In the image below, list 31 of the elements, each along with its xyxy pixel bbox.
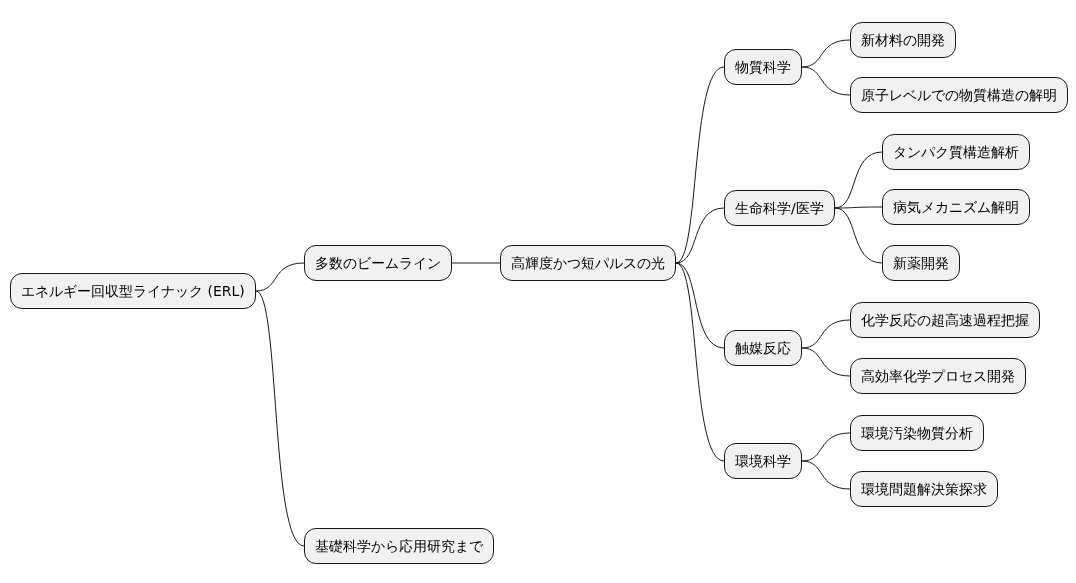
- topic-box: 化学反応の超高速過程把握: [850, 302, 1040, 338]
- topic-box: 物質科学: [724, 49, 802, 85]
- connector: [834, 206, 883, 209]
- connector: [675, 66, 725, 264]
- topic-box: 触媒反応: [724, 330, 802, 366]
- topic-box: 生命科学/医学: [724, 190, 835, 226]
- topic-box: 新薬開発: [882, 245, 960, 281]
- connector: [255, 262, 305, 292]
- connector: [675, 262, 725, 462]
- topic-box: 高効率化学プロセス開発: [850, 358, 1026, 394]
- topic-box: 環境問題解決策探求: [850, 471, 998, 507]
- topic-box: 高輝度かつ短パルスの光: [500, 245, 676, 281]
- connector: [801, 460, 851, 490]
- connector: [801, 39, 851, 68]
- connector: [801, 432, 851, 462]
- topic-box: 環境汚染物質分析: [850, 415, 984, 451]
- topic-box: 新材料の開発: [850, 22, 956, 58]
- connector: [675, 207, 725, 264]
- topic-box: エネルギー回収型ライナック (ERL): [10, 273, 256, 309]
- connector: [834, 207, 883, 264]
- connector: [801, 66, 851, 96]
- topic-box: 病気メカニズム解明: [882, 189, 1030, 225]
- topic-box: 環境科学: [724, 443, 802, 479]
- connector: [255, 290, 305, 547]
- topic-box: 基礎科学から応用研究まで: [304, 528, 494, 564]
- connector: [801, 347, 851, 377]
- topic-box: 原子レベルでの物質構造の解明: [850, 77, 1068, 113]
- topic-box: 多数のビームライン: [304, 245, 452, 281]
- topic-box: タンパク質構造解析: [882, 134, 1030, 170]
- connector: [801, 319, 851, 349]
- connector: [451, 262, 501, 264]
